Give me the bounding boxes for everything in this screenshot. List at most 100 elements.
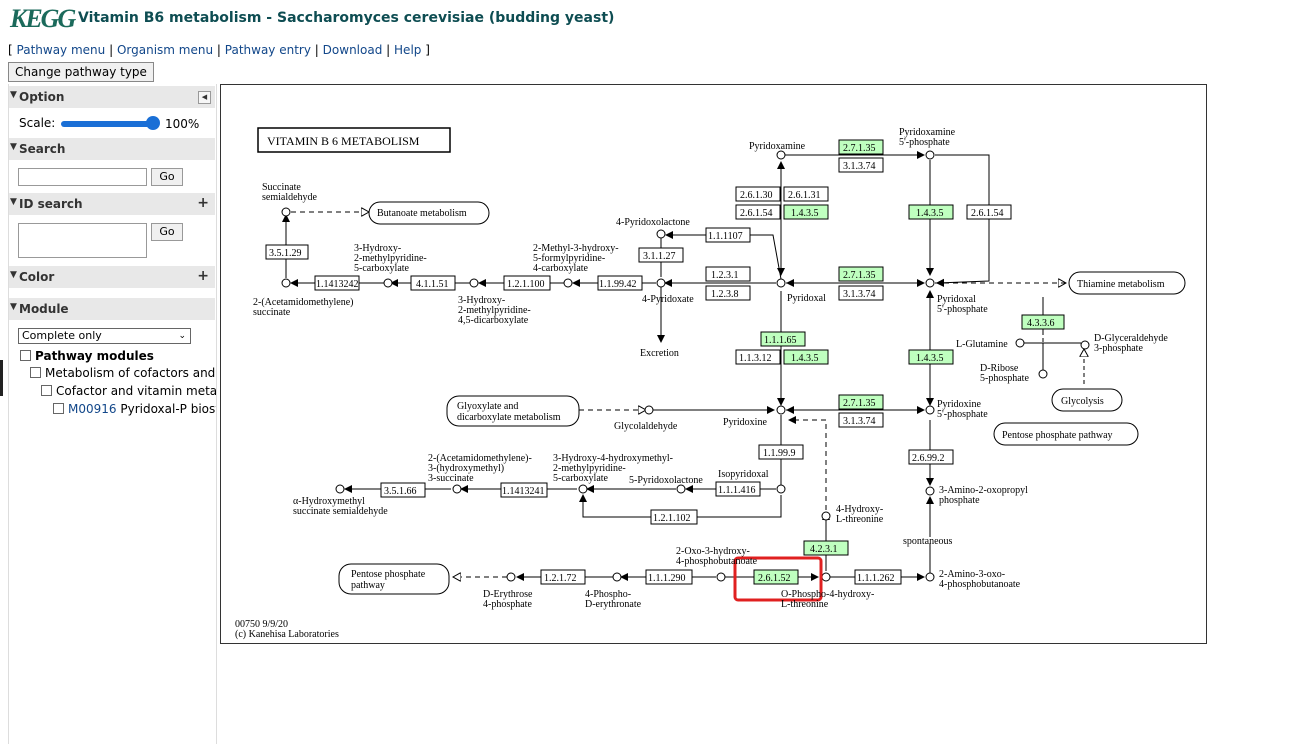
- glycolysis-pathway-box[interactable]: [1051, 388, 1123, 412]
- compound-label[interactable]: Pyridoxine: [723, 417, 767, 428]
- compound-label[interactable]: D-Erythrose: [483, 589, 533, 600]
- pathway-entry-link[interactable]: Pathway entry: [224, 43, 311, 57]
- enzyme-box[interactable]: 1.1.1.65: [760, 331, 806, 347]
- tree-item-pathway-modules[interactable]: Pathway modules: [20, 349, 154, 363]
- compound-label[interactable]: 3-Amino-2-oxopropyl: [939, 485, 1028, 496]
- enzyme-box[interactable]: 1.1.1.262: [854, 569, 902, 585]
- compound-label[interactable]: 3-Hydroxy-: [458, 295, 505, 306]
- scale-slider-handle[interactable]: [146, 116, 160, 130]
- compound-label[interactable]: 4-Phospho-: [585, 589, 631, 600]
- enzyme-box[interactable]: 4.2.3.1: [803, 540, 849, 556]
- kegg-logo[interactable]: KEGG: [10, 4, 76, 33]
- plus-icon[interactable]: +: [197, 195, 209, 211]
- compound-label[interactable]: Glycolaldehyde: [614, 421, 678, 432]
- id-search-textarea[interactable]: [18, 223, 147, 258]
- checkbox[interactable]: [20, 350, 31, 361]
- compound-label[interactable]: 4-Hydroxy-: [836, 504, 883, 515]
- tree-item-m00916[interactable]: M00916 Pyridoxal-P biosy: [53, 402, 216, 416]
- compound-label[interactable]: 4-Pyridoxate: [642, 294, 694, 305]
- enzyme-box[interactable]: 1.2.3.1: [705, 266, 751, 282]
- compound-label[interactable]: 2-Oxo-3-hydroxy-: [676, 546, 750, 557]
- enzyme-box[interactable]: 2.6.1.30: [735, 186, 781, 202]
- search-go-button[interactable]: Go: [151, 168, 183, 186]
- enzyme-box[interactable]: 2.6.1.54: [735, 204, 781, 220]
- enzyme-box[interactable]: 1.1.3.12: [735, 349, 781, 365]
- enzyme-box[interactable]: 1.2.1.100: [503, 275, 551, 291]
- compound-label[interactable]: Succinate: [262, 182, 301, 193]
- compound-label[interactable]: L-Glutamine: [956, 339, 1008, 350]
- enzyme-box[interactable]: 3.1.3.74: [838, 285, 884, 301]
- id-search-section-header[interactable]: ▼ ID search +: [9, 193, 215, 215]
- enzyme-box[interactable]: 1.1.1.290: [645, 569, 693, 585]
- id-search-go-button[interactable]: Go: [151, 223, 183, 241]
- enzyme-box[interactable]: 1.4.3.5: [783, 204, 829, 220]
- compound-label[interactable]: D-Glyceraldehyde: [1094, 333, 1168, 344]
- pentose-phosphate-pathway-box[interactable]: [993, 422, 1139, 446]
- enzyme-box[interactable]: 1.2.1.72: [540, 569, 586, 585]
- enzyme-box[interactable]: 2.7.1.35: [838, 139, 884, 155]
- help-link[interactable]: Help: [394, 43, 422, 57]
- compound-label[interactable]: 3-Hydroxy-: [354, 243, 401, 254]
- change-pathway-type-button[interactable]: Change pathway type: [8, 62, 154, 82]
- butanoate-pathway-box[interactable]: [368, 201, 490, 225]
- compound-label[interactable]: 3-Hydroxy-4-hydroxymethyl-: [553, 453, 673, 464]
- tree-item-metabolism-cofactors[interactable]: Metabolism of cofactors and v: [30, 366, 216, 380]
- collapse-left-icon[interactable]: ◀: [198, 91, 211, 104]
- pathway-menu-link[interactable]: Pathway menu: [16, 43, 106, 57]
- option-section-header[interactable]: ▼ Option ◀: [9, 86, 215, 108]
- compound-label[interactable]: Pyridoxamine: [749, 141, 806, 152]
- enzyme-box[interactable]: 2.6.99.2: [908, 449, 954, 465]
- download-link[interactable]: Download: [322, 43, 383, 57]
- checkbox[interactable]: [30, 367, 41, 378]
- enzyme-box[interactable]: 1.1.1.416: [715, 481, 761, 497]
- compound-label[interactable]: 2-Amino-3-oxo-: [939, 569, 1005, 580]
- module-id-link[interactable]: M00916: [68, 402, 117, 416]
- compound-label[interactable]: Pyridoxamine: [899, 127, 956, 138]
- enzyme-box[interactable]: 2.6.1.31: [783, 186, 829, 202]
- compound-label[interactable]: O-Phospho-4-hydroxy-: [781, 589, 874, 600]
- enzyme-box[interactable]: 2.6.1.54: [966, 204, 1012, 220]
- compound-label[interactable]: 2-(Acetamidomethylene)-: [428, 453, 532, 464]
- enzyme-box[interactable]: 1.2.3.8: [705, 285, 751, 301]
- color-section-header[interactable]: ▼ Color +: [9, 266, 215, 288]
- scale-slider-track[interactable]: [61, 121, 151, 127]
- search-input[interactable]: [18, 168, 147, 186]
- enzyme-box[interactable]: 1.1.1107: [705, 227, 751, 243]
- enzyme-box[interactable]: 4.1.1.51: [410, 275, 456, 291]
- enzyme-box[interactable]: 3.1.3.74: [838, 157, 884, 173]
- enzyme-box[interactable]: 2.7.1.35: [838, 266, 884, 282]
- organism-menu-link[interactable]: Organism menu: [116, 43, 214, 57]
- search-section-header[interactable]: ▼ Search: [9, 138, 215, 160]
- compound-label[interactable]: 2-(Acetamidomethylene): [253, 297, 354, 308]
- compound-label[interactable]: D-Ribose: [980, 363, 1019, 374]
- enzyme-box[interactable]: 1.4.3.5: [908, 349, 954, 365]
- enzyme-box[interactable]: 1.1413241: [500, 482, 548, 498]
- enzyme-box[interactable]: 2.6.1.52: [753, 569, 799, 585]
- enzyme-box[interactable]: 1.1.99.9: [758, 444, 804, 460]
- compound-label[interactable]: 2-Methyl-3-hydroxy-: [533, 243, 619, 254]
- enzyme-box[interactable]: 1.4.3.5: [783, 349, 829, 365]
- compound-label[interactable]: Pyridoxine: [937, 399, 981, 410]
- enzyme-box[interactable]: 1.1413242: [314, 275, 360, 291]
- enzyme-box[interactable]: 4.3.3.6: [1021, 314, 1065, 330]
- compound-label[interactable]: Pyridoxal: [787, 293, 826, 304]
- enzyme-box[interactable]: 3.1.3.74: [838, 412, 884, 428]
- enzyme-box[interactable]: 3.1.1.27: [638, 247, 684, 263]
- compound-label[interactable]: 5-Pyridoxolactone: [629, 475, 703, 486]
- enzyme-box[interactable]: 1.2.1.102: [650, 509, 698, 525]
- enzyme-box[interactable]: 3.5.1.66: [380, 482, 426, 498]
- module-section-header[interactable]: ▼ Module: [9, 298, 215, 320]
- enzyme-box[interactable]: 1.4.3.5: [908, 204, 954, 220]
- enzyme-box[interactable]: 2.7.1.35: [838, 394, 884, 410]
- tree-item-cofactor-vitamin[interactable]: Cofactor and vitamin metab: [41, 384, 216, 398]
- compound-label[interactable]: Isopyridoxal: [718, 469, 769, 480]
- plus-icon[interactable]: +: [197, 268, 209, 284]
- enzyme-box[interactable]: 1.1.99.42: [597, 275, 643, 291]
- compound-label[interactable]: 4-Pyridoxolactone: [616, 217, 690, 228]
- glyoxylate-pathway-box[interactable]: [446, 395, 580, 427]
- thiamine-pathway-box[interactable]: [1068, 271, 1186, 295]
- module-select[interactable]: Complete only ⌄: [18, 328, 191, 344]
- checkbox[interactable]: [41, 385, 52, 396]
- pentose-phosphate-pathway-box-2[interactable]: [338, 563, 450, 595]
- enzyme-box[interactable]: 3.5.1.29: [265, 244, 309, 260]
